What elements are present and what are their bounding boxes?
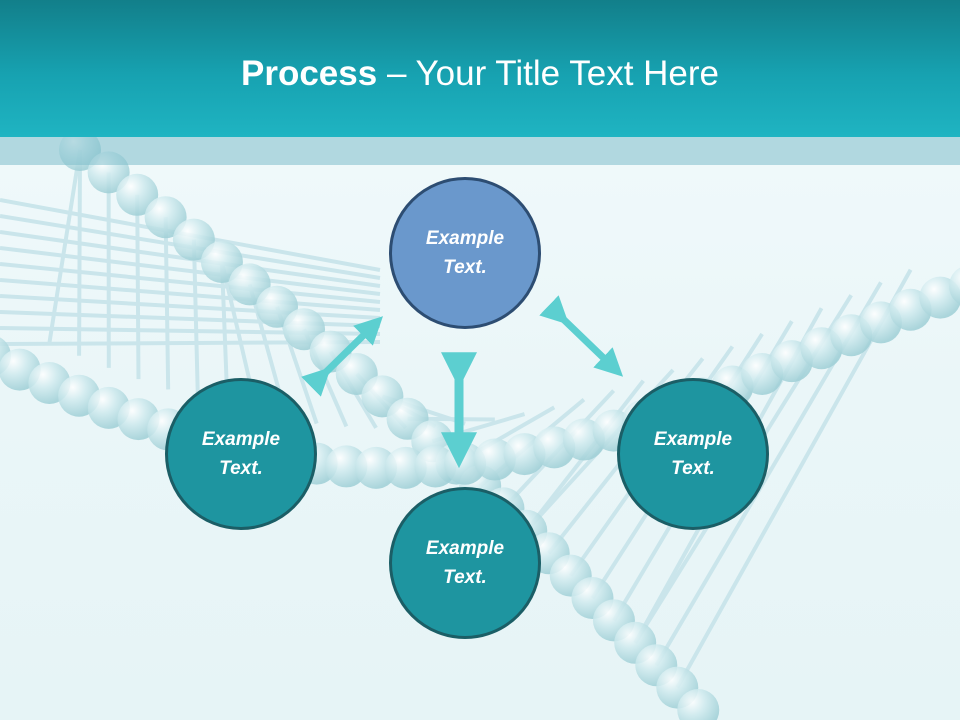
arrow-top-right: [539, 295, 624, 377]
process-node-left[interactable]: Example Text.: [165, 378, 317, 530]
helix-bead: [355, 446, 398, 489]
process-node-bottom[interactable]: Example Text.: [389, 487, 541, 639]
helix-bead: [172, 218, 215, 261]
process-node-right-label: Example Text.: [653, 429, 733, 479]
title-band: [0, 137, 960, 165]
title-bold: Process: [241, 54, 378, 93]
helix-bead: [677, 689, 720, 720]
helix-rung: [77, 149, 82, 356]
process-node-top-label: Example Text.: [425, 228, 505, 278]
slide-title: Process – Your Title Text Here: [0, 48, 960, 100]
title-bar: [0, 0, 960, 137]
process-node-bottom-label: Example Text.: [425, 538, 505, 588]
helix-bead: [144, 196, 187, 239]
arrow-top-left: [301, 316, 383, 397]
helix-bead: [116, 173, 159, 216]
title-rest: – Your Title Text Here: [377, 54, 719, 93]
helix-rung: [163, 217, 171, 390]
helix-rung: [47, 149, 82, 344]
process-node-right[interactable]: Example Text.: [617, 378, 769, 530]
helix-bead: [949, 267, 960, 305]
helix-bead: [325, 445, 368, 488]
helix-bead: [384, 446, 427, 489]
helix-rung: [0, 262, 381, 304]
process-node-left-label: Example Text.: [201, 429, 281, 479]
helix-rung: [0, 246, 381, 296]
helix-rung: [0, 278, 381, 312]
process-node-top[interactable]: Example Text.: [389, 177, 541, 329]
